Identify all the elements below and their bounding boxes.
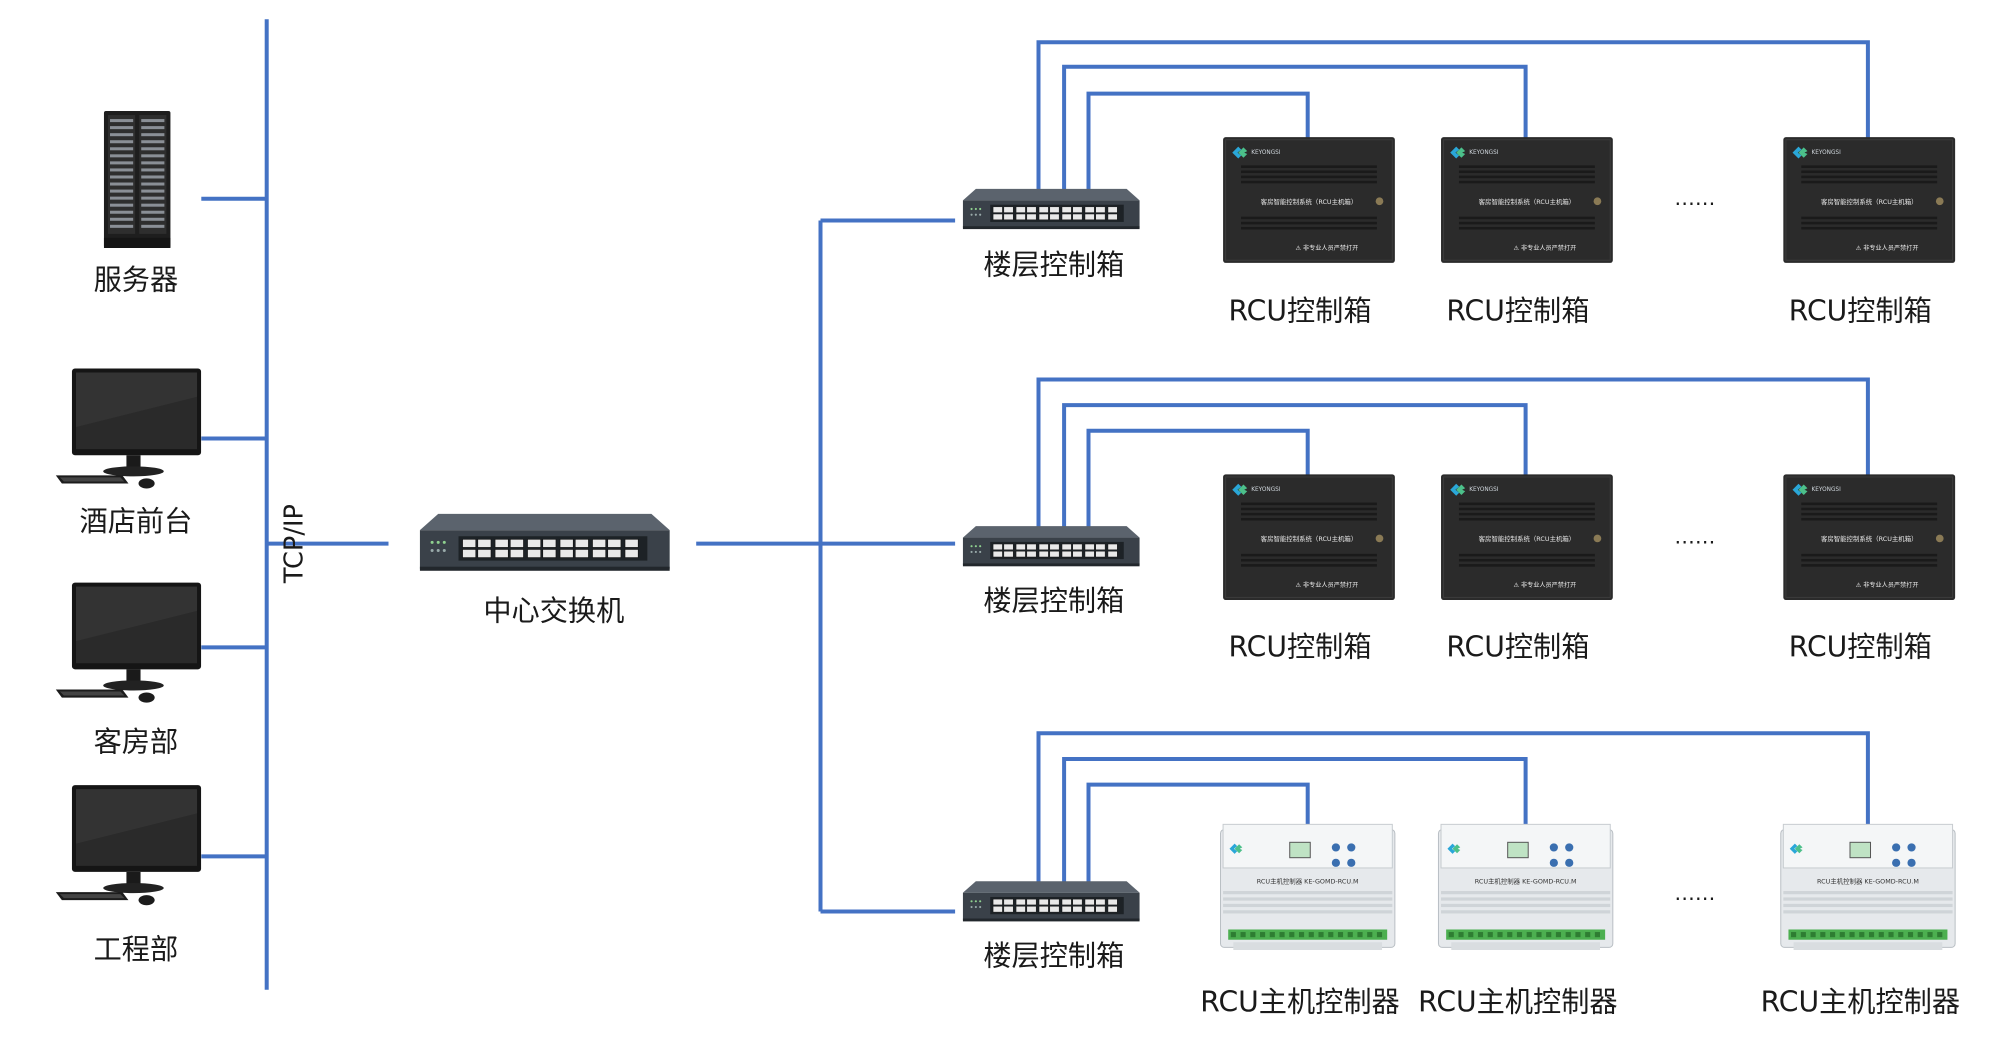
- rcu-cabinet-icon: KEYONGSI 客房智能控制系统（RCU主机箱） ⚠ 非专业人员严禁打开: [1223, 137, 1395, 263]
- panel-title: 客房智能控制系统（RCU主机箱）: [1479, 534, 1576, 543]
- monitor-computer-icon: [55, 368, 202, 489]
- ellipsis: ……: [1674, 525, 1715, 549]
- warning-text: ⚠ 非专业人员严禁打开: [1296, 581, 1359, 589]
- device-label: RCU控制箱: [1789, 630, 1932, 663]
- floor-2-device-0-link: [1086, 782, 1310, 884]
- client-label: 客房部: [94, 725, 179, 758]
- device-label: RCU主机控制器: [1418, 986, 1617, 1019]
- ellipsis: ……: [1674, 881, 1715, 905]
- rcu-cabinet-icon: KEYONGSI 客房智能控制系统（RCU主机箱） ⚠ 非专业人员严禁打开: [1783, 137, 1956, 263]
- din-rail-controller-icon: RCU主机控制器 KE-GOMD-RCU.M: [1220, 823, 1396, 950]
- network-switch-icon: [419, 513, 671, 572]
- device-label: RCU主机控制器: [1761, 986, 1960, 1019]
- brand-text: KEYONGSI: [1812, 487, 1842, 493]
- rcu-cabinet-icon: KEYONGSI 客房智能控制系统（RCU主机箱） ⚠ 非专业人员严禁打开: [1441, 474, 1613, 600]
- brand-text: KEYONGSI: [1469, 150, 1499, 156]
- warning-text: ⚠ 非专业人员严禁打开: [1514, 244, 1577, 252]
- brand-text: KEYONGSI: [1469, 487, 1499, 493]
- floor-0-device-0-link: [1086, 91, 1310, 191]
- warning-text: ⚠ 非专业人员严禁打开: [1856, 581, 1919, 589]
- warning-text: ⚠ 非专业人员严禁打开: [1856, 244, 1919, 252]
- floor-1-device-0-link: [1086, 428, 1310, 529]
- brand-text: KEYONGSI: [1812, 150, 1842, 156]
- monitor-computer-icon: [55, 785, 202, 906]
- rcu-cabinet-icon: KEYONGSI 客房智能控制系统（RCU主机箱） ⚠ 非专业人员严禁打开: [1783, 474, 1956, 600]
- client-label: 工程部: [94, 933, 179, 966]
- panel-title: 客房智能控制系统（RCU主机箱）: [1479, 197, 1576, 206]
- device-label: RCU控制箱: [1446, 295, 1589, 328]
- monitor-computer-icon: [55, 582, 202, 703]
- client-label: 酒店前台: [80, 505, 193, 538]
- device-label: RCU控制箱: [1446, 630, 1589, 663]
- floor-1-device-1-link: [1062, 403, 1528, 529]
- client-label: 服务器: [94, 264, 179, 297]
- floor-0-device-2-link: [1036, 40, 1870, 191]
- brand-text: KEYONGSI: [1251, 487, 1281, 493]
- warning-text: ⚠ 非专业人员严禁打开: [1296, 244, 1359, 252]
- panel-title: RCU主机控制器 KE-GOMD-RCU.M: [1817, 876, 1919, 885]
- network-switch-icon: [962, 880, 1140, 922]
- network-switch-icon: [962, 188, 1140, 230]
- rcu-cabinet-icon: KEYONGSI 客房智能控制系统（RCU主机箱） ⚠ 非专业人员严禁打开: [1223, 474, 1395, 600]
- panel-title: 客房智能控制系统（RCU主机箱）: [1821, 197, 1918, 206]
- floor-0-device-1-link: [1062, 64, 1528, 191]
- warning-text: ⚠ 非专业人员严禁打开: [1514, 581, 1577, 589]
- device-label: RCU控制箱: [1228, 630, 1371, 663]
- floor-switch-label: 楼层控制箱: [983, 248, 1124, 281]
- panel-title: 客房智能控制系统（RCU主机箱）: [1261, 534, 1358, 543]
- din-rail-controller-icon: RCU主机控制器 KE-GOMD-RCU.M: [1437, 823, 1614, 950]
- device-label: RCU控制箱: [1228, 295, 1371, 328]
- floor-2-device-2-link: [1036, 731, 1870, 884]
- ellipsis: ……: [1674, 186, 1715, 210]
- device-label: RCU控制箱: [1789, 295, 1932, 328]
- network-switch-icon: [962, 525, 1140, 567]
- floor-switch-label: 楼层控制箱: [983, 584, 1124, 617]
- server-rack-icon: [103, 111, 171, 248]
- panel-title: RCU主机控制器 KE-GOMD-RCU.M: [1257, 876, 1359, 885]
- brand-text: KEYONGSI: [1251, 150, 1281, 156]
- panel-title: 客房智能控制系统（RCU主机箱）: [1821, 534, 1918, 543]
- panel-title: 客房智能控制系统（RCU主机箱）: [1261, 197, 1358, 206]
- floor-switch-label: 楼层控制箱: [983, 939, 1124, 972]
- device-label: RCU主机控制器: [1200, 986, 1399, 1019]
- din-rail-controller-icon: RCU主机控制器 KE-GOMD-RCU.M: [1780, 823, 1956, 950]
- rcu-cabinet-icon: KEYONGSI 客房智能控制系统（RCU主机箱） ⚠ 非专业人员严禁打开: [1441, 137, 1613, 263]
- floor-1-device-2-link: [1036, 377, 1870, 529]
- bus-label: TCP/IP: [280, 504, 310, 584]
- central-switch-label: 中心交换机: [483, 595, 624, 628]
- panel-title: RCU主机控制器 KE-GOMD-RCU.M: [1475, 876, 1577, 885]
- floor-2-device-1-link: [1062, 757, 1528, 884]
